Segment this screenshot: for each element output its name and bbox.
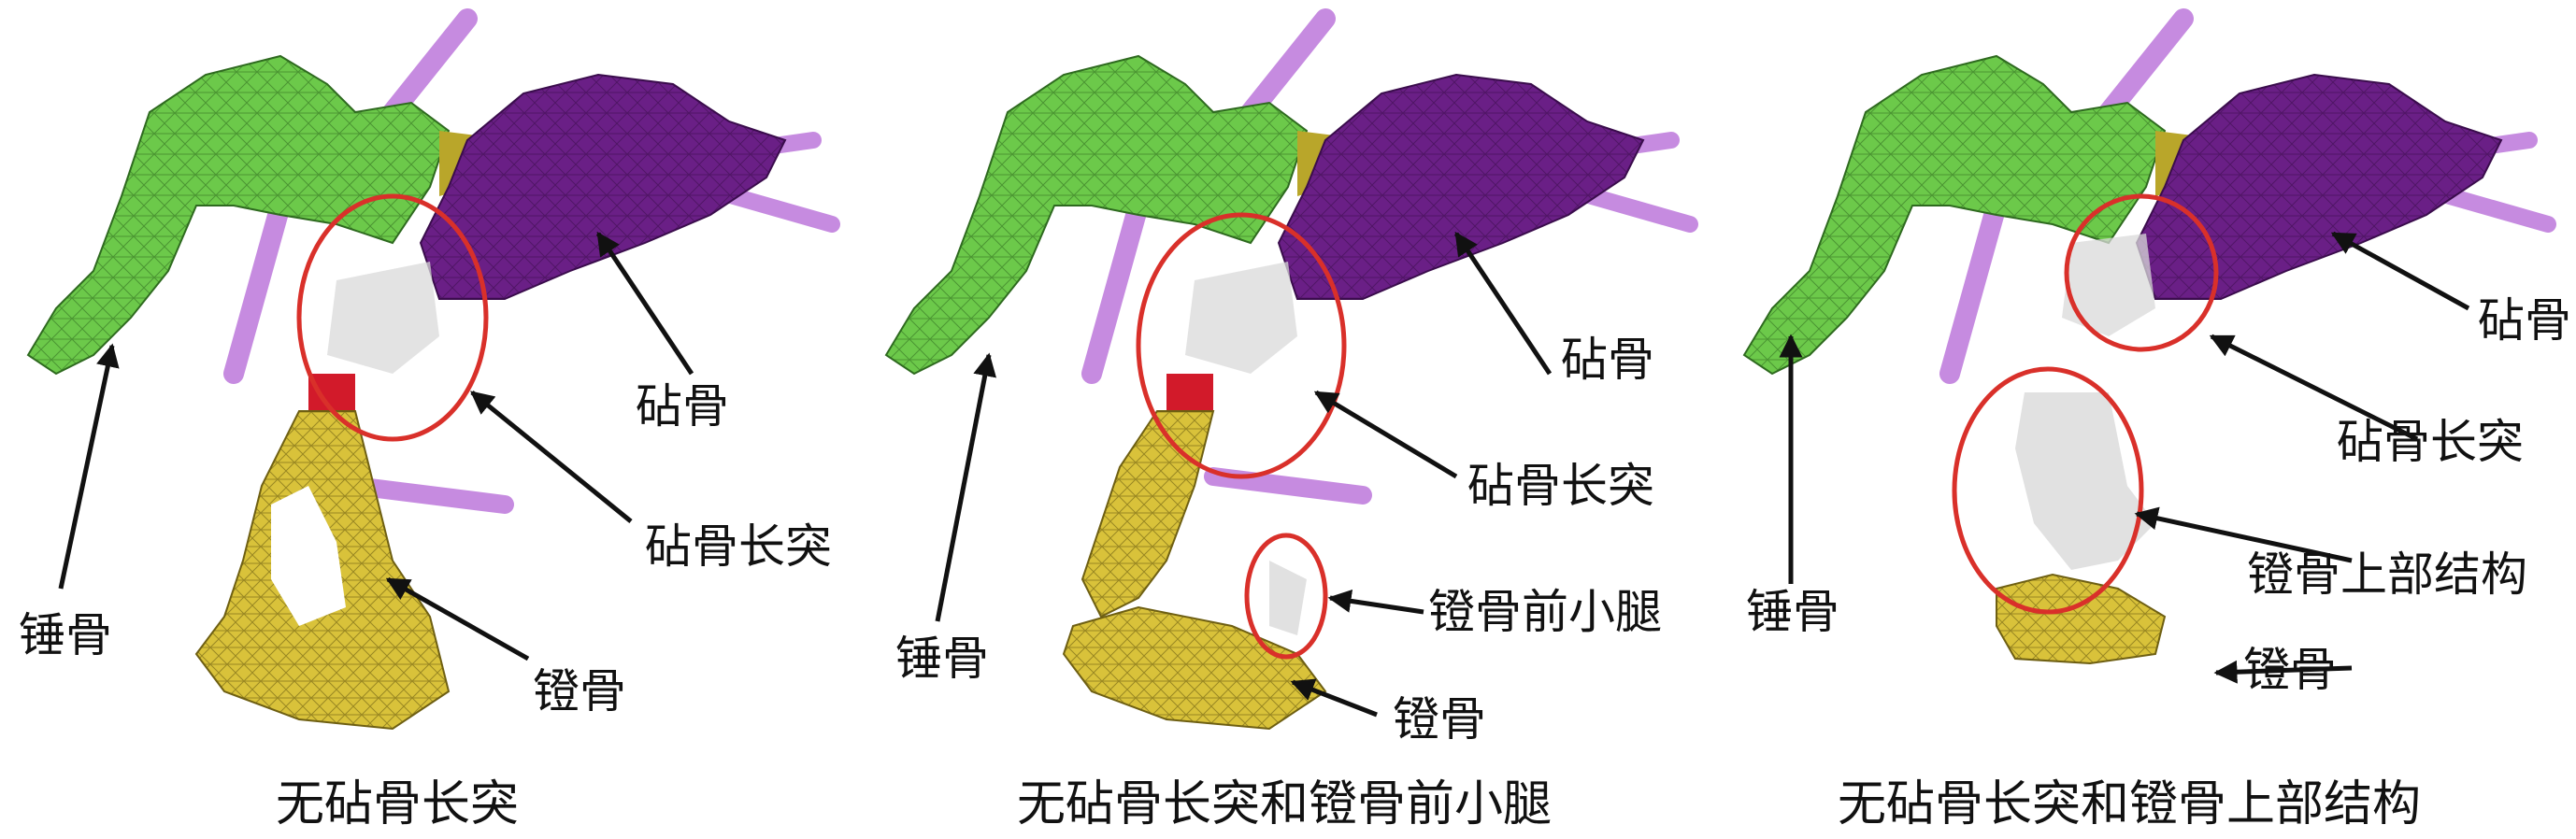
label-malleus: 锤骨	[1746, 585, 1839, 639]
label-malleus: 锤骨	[895, 632, 989, 686]
ligament-rod	[1204, 467, 1372, 505]
label-stapes: 镫骨	[1393, 692, 1486, 747]
ligament-rod	[346, 476, 514, 514]
long-process-arrow	[470, 391, 633, 523]
panel-3-drawing	[1742, 8, 2556, 684]
highlight-circle	[1136, 212, 1347, 479]
ligament-rod	[1081, 195, 1149, 384]
long-process-arrow	[1313, 390, 1458, 479]
ghost-long-process	[327, 262, 439, 374]
incus-mesh	[419, 73, 787, 300]
anterior-crus-arrow	[1327, 589, 1424, 615]
caption: 无砧骨长突	[276, 776, 520, 832]
label-incus-long-process: 砧骨长突	[2337, 415, 2524, 469]
label-incus-long-process: 砧骨长突	[645, 519, 832, 574]
highlight-circle	[296, 193, 489, 442]
label-stapes: 镫骨	[533, 664, 626, 718]
malleus-arrow	[58, 343, 120, 590]
stapes-footplate	[1062, 605, 1327, 731]
panel-no-long-process-and-stapes-superstructure: 砧骨 砧骨长突 镫骨上部结构 锤骨 镫骨 无砧骨长突和镫骨上部结构	[1716, 0, 2574, 839]
ligament-rod	[1939, 195, 2007, 384]
stapes-arrow	[1290, 678, 1378, 718]
ligament-rod	[2098, 8, 2194, 122]
highlight-circle-small	[1244, 533, 1328, 660]
label-incus-long-process: 砧骨长突	[1467, 459, 1654, 513]
highlight-circle-large	[1952, 366, 2144, 615]
incus-mesh	[1277, 73, 1645, 300]
incus-arrow	[2330, 231, 2470, 311]
caption: 无砧骨长突和镫骨上部结构	[1838, 776, 2422, 832]
label-anterior-crus: 镫骨前小腿	[1428, 585, 1662, 639]
ghost-anterior-crus	[1269, 561, 1307, 635]
malleus-arrow	[935, 352, 997, 622]
label-incus: 砧骨	[2478, 293, 2571, 348]
ligament-rod	[223, 195, 291, 384]
superstructure-arrow	[2134, 506, 2353, 563]
ghost-stapes-superstructure	[2015, 392, 2155, 570]
panel-2-drawing	[884, 8, 1698, 731]
ghost-long-process	[2062, 234, 2155, 336]
stapes-arrow	[2213, 660, 2353, 684]
ligament-rod	[382, 8, 478, 122]
stapes-head-cap	[1166, 374, 1213, 411]
incus-arrow	[1453, 231, 1553, 376]
panel-no-incus-long-process: 砧骨 砧骨长突 锤骨 镫骨 无砧骨长突	[0, 0, 858, 839]
label-malleus: 锤骨	[19, 608, 112, 662]
label-incus: 砧骨	[636, 379, 729, 434]
label-incus: 砧骨	[1561, 333, 1654, 387]
highlight-circle	[2064, 193, 2219, 352]
label-stapes: 镫骨	[2243, 643, 2337, 697]
panel-1-drawing	[26, 8, 840, 731]
caption: 无砧骨长突和镫骨前小腿	[1017, 776, 1553, 832]
stapes-head-cap	[308, 374, 355, 411]
ligament-rod	[1240, 8, 1336, 122]
incus-arrow	[595, 231, 694, 376]
label-stapes-superstructure: 镫骨上部结构	[2247, 547, 2527, 602]
stapes-opening	[271, 486, 346, 626]
panel-no-long-process-and-anterior-crus: 砧骨 砧骨长突 镫骨前小腿 锤骨 镫骨 无砧骨长突和镫骨前小腿	[858, 0, 1716, 839]
stapes-posterior-crus	[1080, 410, 1215, 619]
stapes-arrow	[385, 576, 530, 661]
long-process-arrow	[2209, 334, 2419, 442]
stapes-footplate	[1996, 573, 2167, 665]
incus-mesh	[2135, 73, 2503, 300]
ghost-long-process	[1185, 262, 1297, 374]
